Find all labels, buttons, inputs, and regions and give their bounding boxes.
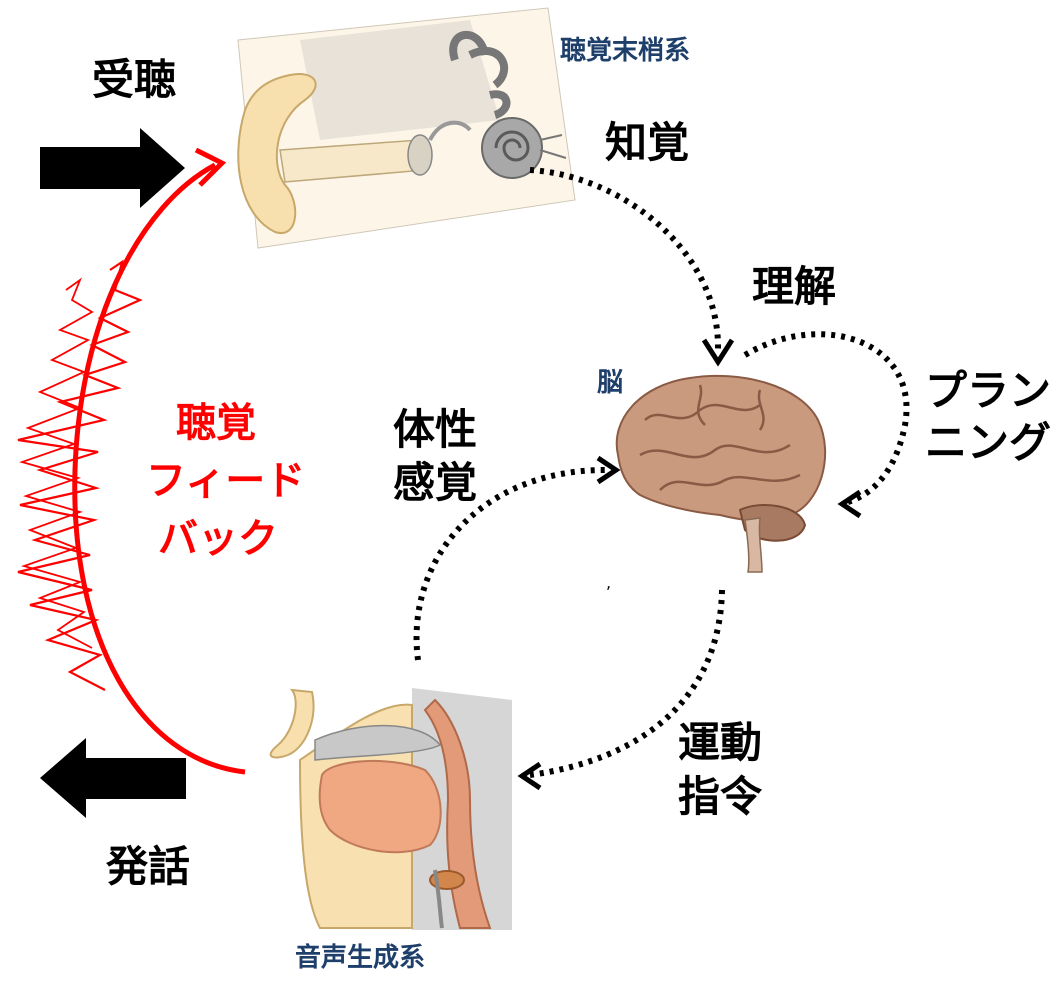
label-somatosensory-line1: 体性	[393, 405, 478, 454]
label-planning-line2: ニング	[925, 418, 1052, 467]
vocal-tract-illustration	[269, 688, 512, 930]
perception-arrow	[529, 167, 722, 351]
brain-illustration	[615, 374, 827, 573]
label-speech: 発話	[106, 842, 191, 891]
label-somatosensory-line2: 感覚	[393, 458, 478, 507]
motor-command-arrowhead	[517, 761, 542, 791]
label-feedback-line2: フィード	[146, 458, 306, 504]
label-feedback-line1: 聴覚	[176, 400, 256, 446]
feedback-arrowhead	[194, 147, 227, 187]
auditory-feedback-arc	[72, 162, 246, 775]
label-brain: 脳	[597, 368, 624, 398]
label-perception: 知覚	[605, 118, 690, 167]
planning-arrowhead	[837, 489, 862, 519]
output-arrow-icon	[40, 738, 186, 818]
perception-arrowhead	[701, 338, 735, 367]
ear-illustration	[237, 7, 576, 249]
label-reception: 受聴	[92, 55, 177, 104]
small-mark: ,	[606, 573, 611, 592]
somatosensory-arrowhead	[596, 455, 621, 485]
label-understanding: 理解	[752, 262, 837, 311]
label-peripheral-auditory: 聴覚末梢系	[560, 36, 691, 66]
label-speech-production: 音声生成系	[295, 943, 426, 973]
speech-waveform-detail	[19, 277, 94, 649]
speech-waveform	[17, 259, 143, 691]
label-motor-command-line2: 指令	[678, 772, 763, 821]
motor-command-arrow	[529, 589, 725, 778]
somatosensory-arrow	[413, 467, 606, 661]
label-motor-command-line1: 運動	[678, 718, 763, 767]
planning-arrow	[743, 331, 910, 505]
input-arrow-icon	[40, 128, 185, 208]
label-planning-line1: プラン	[925, 366, 1052, 415]
label-feedback-line3: バック	[158, 516, 278, 562]
